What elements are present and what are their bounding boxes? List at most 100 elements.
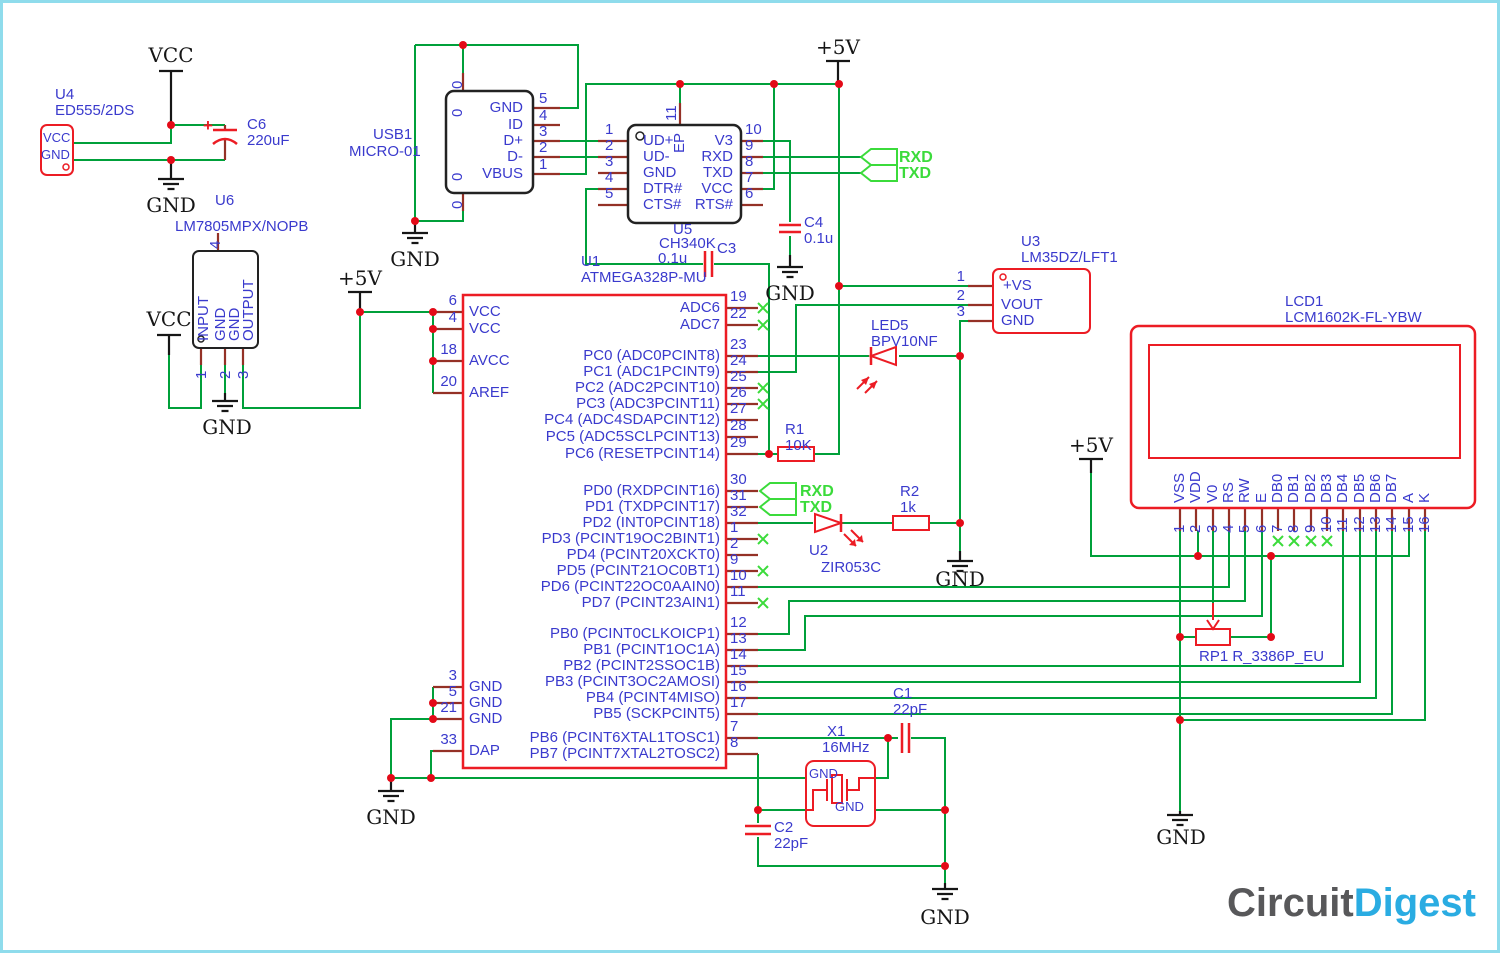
x1-crystal-symbol — [806, 777, 875, 811]
led5-refdes: LED5 — [871, 317, 909, 334]
rp1-wiper-arrow — [1206, 603, 1220, 631]
u5-pin-rts: RTS# — [694, 196, 733, 213]
u1-pin-dap: DAP — [469, 742, 500, 759]
u1-num-19: 19 — [730, 288, 747, 305]
u5-pin-num-2: 2 — [605, 137, 614, 154]
usb-shield-0-top-out: 0 — [449, 80, 466, 89]
txd-flag-shape-2 — [758, 498, 797, 516]
u1-num-31: 31 — [730, 487, 747, 504]
u1-num-29: 29 — [730, 434, 747, 451]
lcd-num-2: 2 — [1187, 524, 1204, 533]
r1-value: 10K — [785, 437, 812, 454]
u5-pin-num-8: 8 — [745, 153, 754, 170]
r2-value: 1k — [900, 499, 916, 516]
u1-pin-pb4: PB4 (PCINT4MISO) — [585, 689, 720, 706]
usb-pin-dp: D+ — [503, 132, 523, 149]
lcd-pin-rw: RW — [1236, 478, 1253, 503]
vcc-net-label-top-left: VCC — [148, 43, 194, 67]
led5-diode — [868, 345, 897, 367]
u4-pin1-marker — [62, 163, 70, 171]
u1-pin-adc7: ADC7 — [679, 316, 720, 333]
lcd-num-11: 11 — [1334, 517, 1351, 533]
x1-crystal-rect — [831, 774, 843, 804]
u1-num-3: 3 — [448, 667, 457, 684]
u1-pin-aref: AREF — [469, 384, 510, 401]
usb1-body — [444, 89, 535, 195]
u1-pin-pb6: PB6 (PCINT6XTAL1TOSC1) — [529, 729, 720, 746]
u1-pin-pc2: PC2 (ADC2PCINT10) — [574, 379, 720, 396]
logo-text-digest: Digest — [1353, 881, 1476, 925]
gnd-net-label-xtal: GND — [920, 905, 970, 929]
u1-pin-pb2: PB2 (PCINT2SSOC1B) — [563, 657, 720, 674]
u6-pin-num-4: 4 — [207, 240, 224, 249]
component-outlines — [40, 89, 1477, 836]
c6-refdes: C6 — [247, 116, 267, 133]
u1-num-15: 15 — [730, 662, 747, 679]
txd-flag-shape-1 — [859, 164, 898, 182]
u5-pin-txd: TXD — [703, 164, 733, 181]
rxd-flag-shape-1 — [859, 148, 898, 166]
gnd-net-label-usb: GND — [390, 247, 440, 271]
u5-pin-udp: UD+ — [643, 132, 674, 149]
c1-refdes: C1 — [893, 685, 913, 702]
lcd-num-14: 14 — [1383, 516, 1400, 533]
rxd-flag-ch340: RXD — [899, 149, 933, 166]
u3-pin1-marker — [999, 273, 1007, 281]
x1-value: 16MHz — [822, 739, 870, 756]
u1-pin-gnd-5: GND — [469, 694, 503, 711]
u1-pin-pc0: PC0 (ADC0PCINT8) — [583, 347, 720, 364]
u1-pin-vcc-4: VCC — [469, 320, 501, 337]
u1-pin-pc1: PC1 (ADC1PCINT9) — [583, 363, 720, 380]
u1-num-20: 20 — [440, 373, 457, 390]
x1-gnd-bottom: GND — [835, 799, 864, 814]
u1-num-17: 17 — [730, 694, 747, 711]
schematic-drawing — [40, 41, 1477, 901]
usb-shield-0-bot-in: 0 — [449, 172, 466, 181]
p5v-net-label-lcd: +5V — [1069, 433, 1113, 457]
u5-pin-num-5: 5 — [605, 185, 614, 202]
u5-pin-num-3: 3 — [605, 153, 614, 170]
rxd-flag-mcu: RXD — [800, 483, 834, 500]
capacitor-plates — [212, 128, 911, 836]
u1-pin-pb3: PB3 (PCINT3OC2AMOSI) — [544, 673, 720, 690]
u1-num-21: 21 — [440, 699, 457, 716]
u6-pin-num-3: 3 — [235, 370, 252, 379]
u1-pin-adc6: ADC6 — [679, 299, 720, 316]
u5-pin-v3: V3 — [714, 132, 733, 149]
u1-num-13: 13 — [730, 630, 747, 647]
u2-refdes: U2 — [809, 542, 829, 559]
u1-num-18: 18 — [440, 341, 457, 358]
r2-refdes: R2 — [900, 483, 920, 500]
u1-num-24: 24 — [730, 352, 747, 369]
led5-value: BPV10NF — [871, 333, 938, 350]
u3-pin-gnd: GND — [1001, 312, 1035, 329]
usb-pin-num-3: 3 — [539, 123, 548, 140]
u5-pin-num-10: 10 — [745, 121, 762, 138]
txd-flag-ch340: TXD — [899, 165, 931, 182]
u5-body — [626, 123, 743, 225]
u5-pin-rxd: RXD — [701, 148, 733, 165]
u1-num-28: 28 — [730, 417, 747, 434]
pin-stubs — [199, 73, 1427, 756]
u4-pin-vcc: VCC — [43, 130, 71, 145]
u1-pin-pc5: PC5 (ADC5SCLPCINT13) — [545, 428, 720, 445]
u1-pin-gnd-21: GND — [469, 710, 503, 727]
lcd-num-8: 8 — [1285, 524, 1302, 533]
lcd-value: LCM1602K-FL-YBW — [1285, 309, 1422, 326]
c1-value: 22pF — [893, 701, 928, 718]
u1-pin-pd3: PD3 (PCINT19OC2BINT1) — [541, 530, 720, 547]
u1-pin-pd0: PD0 (RXDPCINT16) — [583, 482, 720, 499]
u5-value: CH340K — [659, 235, 716, 252]
u6-pin-num-2: 2 — [217, 370, 234, 379]
lcd-pin-db1: DB1 — [1285, 473, 1302, 503]
lcd-pin-k: K — [1416, 492, 1433, 503]
u1-num-33: 33 — [440, 731, 457, 748]
u5-pin-num-6: 6 — [745, 185, 754, 202]
lcd-pin-db4: DB4 — [1334, 473, 1351, 503]
u1-num-27: 27 — [730, 400, 747, 417]
net-flags — [758, 148, 898, 516]
u1-pin-pd5: PD5 (PCINT21OC0BT1) — [556, 562, 720, 579]
rp1-refdes: RP1 R_3386P_EU — [1199, 648, 1325, 665]
gnd-net-label-mcu: GND — [366, 805, 416, 829]
u1-pin-pb5: PB5 (SCKPCINT5) — [593, 705, 720, 722]
